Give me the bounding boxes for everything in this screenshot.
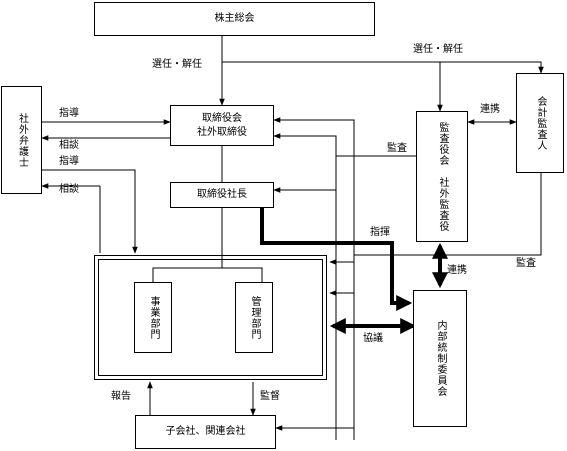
audit-board-box: 監査役会 社外監査役: [416, 111, 468, 242]
elect-dismiss-label-right: 選任・解任: [413, 44, 463, 55]
president-box: 取締役社長: [170, 182, 274, 208]
administration-department-label: 管理部門: [249, 295, 260, 340]
guidance-label-lower: 指導: [59, 156, 79, 167]
company-frame-inner: [98, 259, 323, 376]
outside-directors-label: 社外取締役: [197, 126, 247, 138]
elect-dismiss-label-left: 選任・解任: [152, 59, 202, 70]
subsidiaries-label: 子会社、関連会社: [165, 426, 246, 437]
shareholders-meeting-box: 株主総会: [94, 2, 375, 36]
board-label: 取締役会: [202, 112, 242, 124]
consultation-label: 協議: [363, 333, 383, 344]
audit-board-label: 監査役会 社外監査役: [437, 121, 448, 232]
business-department-label: 事業部門: [148, 295, 159, 340]
president-label: 取締役社長: [197, 189, 247, 200]
outside-lawyer-label: 社外弁護士: [16, 112, 28, 168]
outside-lawyer-box: 社外弁護士: [1, 86, 42, 194]
command-label: 指揮: [370, 227, 390, 238]
guidance-label-upper: 指導: [59, 108, 79, 119]
business-department-box: 事業部門: [134, 282, 172, 353]
administration-department-box: 管理部門: [235, 282, 273, 353]
supervision-label: 監督: [260, 391, 280, 402]
audit-label-right: 監査: [516, 258, 536, 269]
accounting-auditor-label: 会計監査人: [535, 95, 546, 151]
accounting-auditor-box: 会計監査人: [516, 73, 564, 173]
company-frame-outer: [94, 255, 327, 380]
audit-label-board: 監査: [387, 143, 407, 154]
cooperation-label-top: 連携: [480, 104, 500, 115]
internal-control-committee-label: 内部統制委員会: [435, 320, 446, 397]
shareholders-meeting-label: 株主総会: [214, 13, 255, 24]
internal-control-committee-box: 内部統制委員会: [413, 290, 467, 427]
board-of-directors-box: 取締役会 社外取締役: [170, 105, 274, 146]
report-label: 報告: [111, 391, 131, 402]
consult-label-upper: 相談: [59, 140, 79, 151]
consult-label-lower: 相談: [59, 184, 79, 195]
cooperation-label-mid: 連携: [447, 265, 467, 276]
subsidiaries-box: 子会社、関連会社: [135, 415, 276, 449]
